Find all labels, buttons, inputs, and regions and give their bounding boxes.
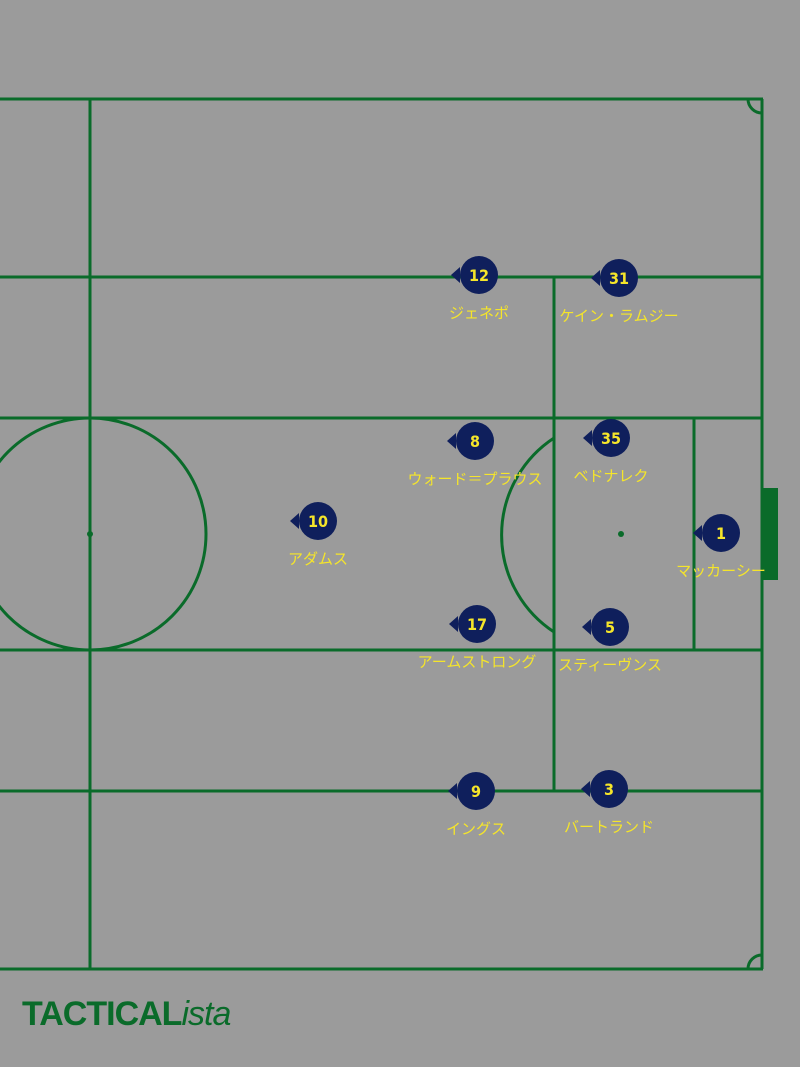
player-circle bbox=[458, 605, 496, 643]
player-name: イングス bbox=[446, 820, 506, 838]
player-name: ケイン・ラムジー bbox=[559, 307, 678, 325]
logo-bold: TACTICAL bbox=[22, 995, 182, 1033]
player-name: アダムス bbox=[288, 550, 348, 568]
player-marker: 10 アダムス bbox=[288, 502, 348, 568]
corner-arc-top bbox=[746, 98, 763, 115]
penalty-arc bbox=[500, 436, 555, 634]
player-circle bbox=[592, 419, 630, 457]
player-marker: 5 スティーヴンス bbox=[558, 608, 662, 674]
player-name: スティーヴンス bbox=[558, 656, 662, 674]
player-number: 31 bbox=[609, 269, 629, 288]
player-circle bbox=[457, 772, 495, 810]
player-number: 17 bbox=[467, 615, 487, 634]
player-marker: 9 イングス bbox=[446, 772, 506, 838]
players-layer: 12ジェネポ31ケイン・ラムジー8ウォード＝プラウス35ベドナレク10アダムス1… bbox=[288, 256, 766, 838]
player-marker: 31 ケイン・ラムジー bbox=[559, 259, 679, 325]
six-yard-box bbox=[692, 416, 764, 652]
player-circle bbox=[456, 422, 494, 460]
penalty-spot bbox=[618, 531, 624, 537]
direction-arrow-icon bbox=[290, 513, 299, 529]
corner-arc-bottom bbox=[746, 953, 763, 970]
direction-arrow-icon bbox=[591, 270, 600, 286]
logo-light: ista bbox=[181, 995, 231, 1033]
player-name: バートランド bbox=[564, 818, 654, 836]
player-number: 5 bbox=[605, 618, 615, 637]
player-name: マッカーシー bbox=[676, 562, 766, 580]
player-circle bbox=[460, 256, 498, 294]
player-name: アームストロング bbox=[418, 653, 537, 671]
player-circle bbox=[600, 259, 638, 297]
player-number: 10 bbox=[308, 512, 328, 531]
player-circle bbox=[591, 608, 629, 646]
player-name: ウォード＝プラウス bbox=[407, 470, 542, 488]
direction-arrow-icon bbox=[581, 781, 590, 797]
player-marker: 17 アームストロング bbox=[418, 605, 537, 671]
direction-arrow-icon bbox=[448, 783, 457, 799]
player-number: 35 bbox=[601, 429, 621, 448]
player-number: 3 bbox=[604, 780, 614, 799]
player-number: 12 bbox=[469, 266, 489, 285]
center-circle bbox=[0, 416, 208, 652]
player-marker: 3 バートランド bbox=[564, 770, 654, 836]
player-name: ジェネポ bbox=[449, 304, 509, 322]
player-number: 9 bbox=[471, 782, 481, 801]
player-name: ベドナレク bbox=[573, 467, 648, 485]
goal bbox=[763, 488, 778, 580]
direction-arrow-icon bbox=[447, 433, 456, 449]
center-spot bbox=[87, 531, 93, 537]
player-circle bbox=[299, 502, 337, 540]
player-circle bbox=[590, 770, 628, 808]
player-marker: 1 マッカーシー bbox=[676, 514, 766, 580]
player-marker: 35 ベドナレク bbox=[573, 419, 649, 485]
tacticalista-logo: TACTICALista bbox=[22, 995, 231, 1033]
player-circle bbox=[702, 514, 740, 552]
direction-arrow-icon bbox=[583, 430, 592, 446]
direction-arrow-icon bbox=[449, 616, 458, 632]
direction-arrow-icon bbox=[582, 619, 591, 635]
player-number: 8 bbox=[470, 432, 480, 451]
direction-arrow-icon bbox=[451, 267, 460, 283]
player-number: 1 bbox=[716, 524, 726, 543]
direction-arrow-icon bbox=[693, 525, 702, 541]
player-marker: 8 ウォード＝プラウス bbox=[407, 422, 543, 488]
player-marker: 12 ジェネポ bbox=[449, 256, 509, 322]
